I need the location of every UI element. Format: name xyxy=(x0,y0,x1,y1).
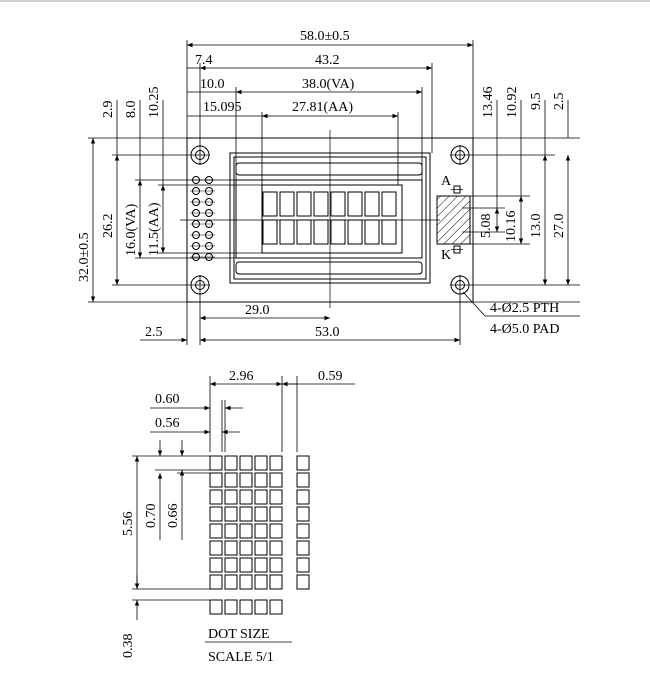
dim-active-area-height: 11.5(AA) xyxy=(147,202,162,256)
dim-10-92: 10.92 xyxy=(505,87,520,119)
dim-cursor-gap: 0.38 xyxy=(121,634,136,659)
dim-overall-height: 32.0±0.5 xyxy=(77,232,92,282)
dim-overall-width: 58.0±0.5 xyxy=(300,29,350,44)
dim-10-16: 10.16 xyxy=(504,211,519,243)
dim-27-0: 27.0 xyxy=(552,214,567,239)
dim-15-095: 15.095 xyxy=(203,100,242,115)
dim-dot-pitch-h: 0.70 xyxy=(144,504,159,529)
dim-char-gap: 0.59 xyxy=(318,369,343,384)
dim-13-0: 13.0 xyxy=(529,214,544,239)
scale-caption: SCALE 5/1 xyxy=(208,650,274,665)
dim-10-0: 10.0 xyxy=(200,77,225,92)
dim-dot-h: 0.66 xyxy=(166,504,181,529)
dim-view-area-height: 16.0(VA) xyxy=(124,203,139,256)
dim-53-0: 53.0 xyxy=(315,325,340,340)
dim-pad-to-pad-height: 26.2 xyxy=(101,214,116,239)
dim-dot-pitch-w: 0.60 xyxy=(155,392,180,407)
dim-2-5-bottom: 2.5 xyxy=(145,325,163,340)
dim-5-08: 5.08 xyxy=(479,214,494,239)
active-area xyxy=(261,184,403,254)
bezel-top-strip xyxy=(235,162,423,176)
dim-2-5-right: 2.5 xyxy=(552,93,567,111)
dim-dot-w: 0.56 xyxy=(155,416,180,431)
dim-2-9: 2.9 xyxy=(101,101,116,119)
anode-label: A xyxy=(441,174,452,189)
dot-size-caption: DOT SIZE xyxy=(208,627,270,642)
dot-detail xyxy=(209,455,310,615)
dim-29-0: 29.0 xyxy=(245,303,270,318)
dim-view-area-width: 38.0(VA) xyxy=(302,77,355,92)
dim-13-46: 13.46 xyxy=(481,87,496,119)
hole-note-pth: 4-Ø2.5 PTH xyxy=(490,301,559,316)
cathode-label: K xyxy=(441,248,451,263)
dim-active-area-width: 27.81(AA) xyxy=(292,100,353,115)
connector-pins xyxy=(192,176,213,261)
backlight-led xyxy=(436,185,471,254)
dim-char-width: 2.96 xyxy=(229,369,254,384)
dim-10-25: 10.25 xyxy=(147,87,162,119)
dim-7-4: 7.4 xyxy=(195,53,213,68)
character-cells xyxy=(262,191,397,245)
header-divider xyxy=(0,0,650,2)
dim-8-0: 8.0 xyxy=(124,101,139,119)
dim-9-5: 9.5 xyxy=(529,93,544,111)
dim-pad-to-pad-width: 43.2 xyxy=(315,53,340,68)
hole-note-pad: 4-Ø5.0 PAD xyxy=(490,322,560,337)
dim-char-height: 5.56 xyxy=(121,512,136,537)
bezel-bottom-strip xyxy=(235,261,423,275)
view-area xyxy=(235,179,423,259)
